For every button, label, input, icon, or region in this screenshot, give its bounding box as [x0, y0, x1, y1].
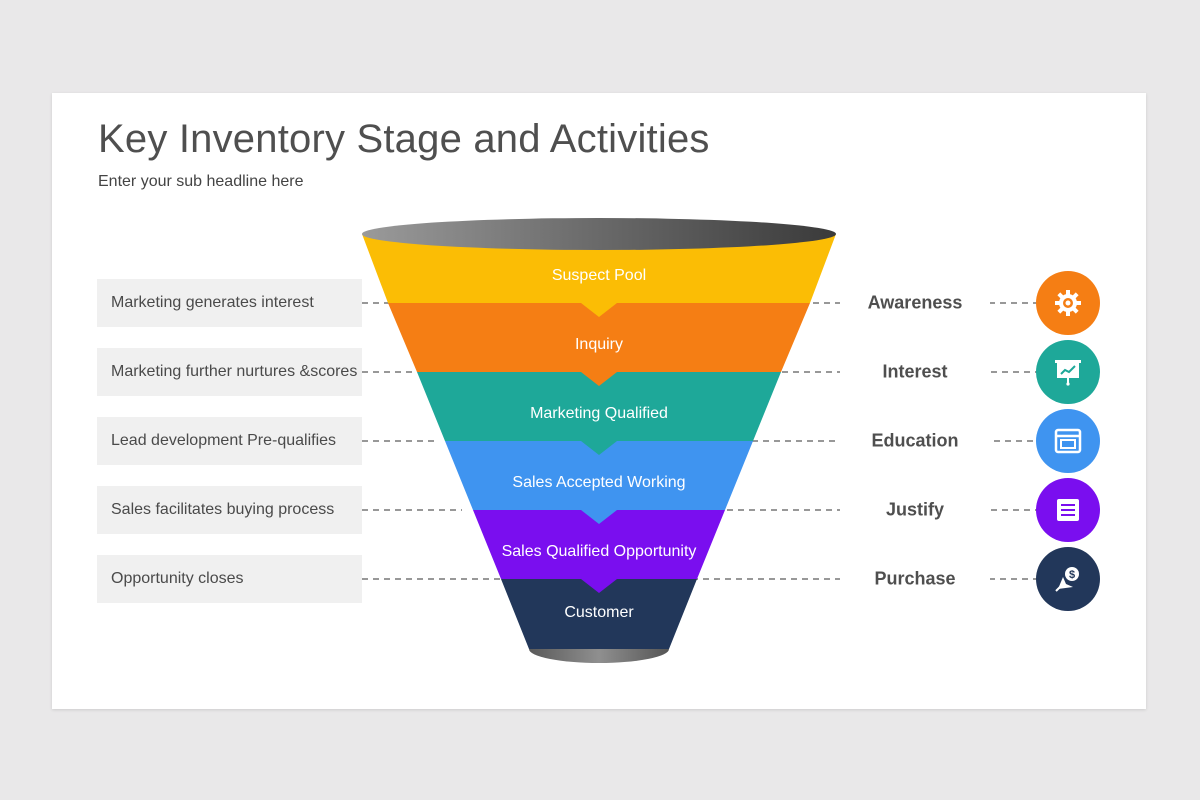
gear-icon: [1036, 271, 1100, 335]
phase-label-awareness: Awareness: [840, 292, 990, 314]
svg-text:$: $: [1069, 569, 1075, 581]
funnel-diagram: [362, 218, 1037, 663]
dollar-click-icon: $: [1036, 547, 1100, 611]
stage-label-1: Suspect Pool: [551, 267, 647, 284]
stage-label-4: Sales Accepted Working: [512, 474, 686, 491]
stage-label-2: Inquiry: [574, 336, 624, 353]
funnel-top-rim: [362, 218, 836, 250]
presentation-chart-icon: [1036, 340, 1100, 404]
slide-title: Key Inventory Stage and Activities: [98, 117, 710, 161]
browser-window-icon: [1036, 409, 1100, 473]
funnel-band-1: [362, 234, 836, 317]
document-list-icon: [1036, 478, 1100, 542]
activity-box-4: Sales facilitates buying process: [97, 486, 362, 534]
phase-label-justify: Justify: [840, 499, 990, 521]
funnel-band-6: [501, 579, 697, 649]
stage-label-6: Customer: [564, 604, 634, 621]
funnel-band-5: [473, 510, 725, 593]
slide: Key Inventory Stage and Activities Enter…: [52, 93, 1146, 709]
activity-box-1: Marketing generates interest: [97, 279, 362, 327]
activity-box-2: Marketing further nurtures &scores: [97, 348, 362, 396]
slide-subtitle: Enter your sub headline here: [98, 173, 304, 190]
funnel-band-4: [445, 441, 753, 524]
funnel-band-3: [417, 372, 781, 455]
stage-label-3: Marketing Qualified: [530, 405, 668, 422]
activity-box-3: Lead development Pre-qualifies: [97, 417, 362, 465]
phase-label-education: Education: [840, 430, 990, 452]
stage-label-5: Sales Qualified Opportunity: [501, 543, 697, 560]
activity-box-5: Opportunity closes: [97, 555, 362, 603]
funnel-band-2: [388, 303, 810, 386]
phase-label-interest: Interest: [840, 361, 990, 383]
phase-label-purchase: Purchase: [840, 568, 990, 590]
